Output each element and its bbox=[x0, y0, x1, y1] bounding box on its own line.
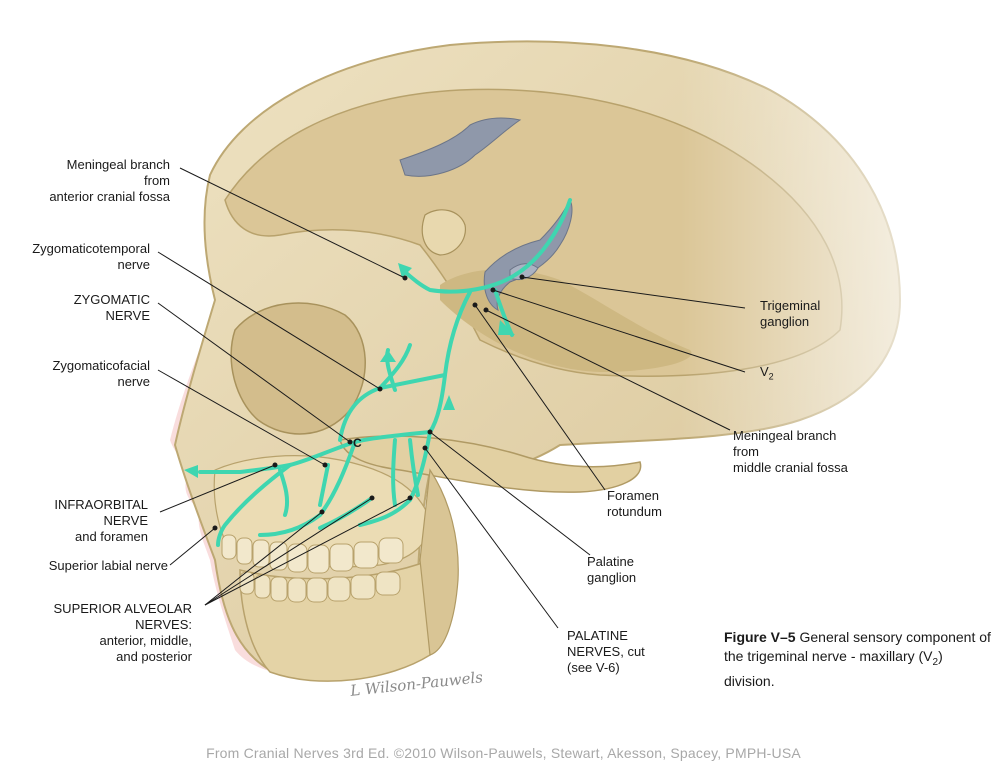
label-palatine-ganglion: Palatine ganglion bbox=[587, 554, 687, 586]
skin-outline bbox=[170, 310, 360, 676]
source-credit: From Cranial Nerves 3rd Ed. ©2010 Wilson… bbox=[206, 745, 801, 761]
label-line: V2 bbox=[760, 364, 800, 385]
label-line: ZYGOMATIC bbox=[73, 292, 150, 307]
upper-teeth bbox=[221, 534, 404, 574]
label-line: anterior cranial fossa bbox=[49, 189, 170, 204]
label-line: Superior labial nerve bbox=[48, 558, 168, 573]
label-line: ganglion bbox=[587, 570, 637, 585]
label-meningeal-middle: Meningeal branch from middle cranial fos… bbox=[733, 428, 893, 476]
label-line: PALATINE bbox=[567, 628, 628, 643]
trigeminal-ganglion-shape bbox=[399, 117, 573, 311]
label-line: from bbox=[733, 444, 759, 459]
mandible-ramus bbox=[419, 468, 459, 656]
point-c-label: C bbox=[353, 436, 362, 450]
v2-main: V bbox=[760, 364, 769, 379]
nerve-arrows bbox=[184, 263, 515, 478]
v2-subscript: 2 bbox=[768, 371, 774, 382]
label-line: Foramen bbox=[607, 488, 660, 503]
caption-text-1: General sensory component of the trigemi… bbox=[724, 629, 991, 664]
label-line: Zygomaticotemporal bbox=[32, 241, 150, 256]
caption-text-2: ) division. bbox=[724, 648, 943, 689]
label-superior-alveolar: SUPERIOR ALVEOLAR NERVES: anterior, midd… bbox=[0, 601, 192, 665]
label-line: NERVE bbox=[103, 513, 148, 528]
label-infraorbital: INFRAORBITAL NERVE and foramen bbox=[0, 497, 148, 545]
label-line: Meningeal branch bbox=[733, 428, 837, 443]
label-superior-labial: Superior labial nerve bbox=[0, 558, 168, 574]
label-line: Zygomaticofacial bbox=[52, 358, 150, 373]
label-line: NERVES, cut bbox=[567, 644, 645, 659]
label-line: and posterior bbox=[116, 649, 192, 664]
label-line: SUPERIOR ALVEOLAR bbox=[53, 601, 192, 616]
middle-fossa bbox=[440, 269, 692, 372]
label-line: ganglion bbox=[760, 314, 810, 329]
label-meningeal-anterior: Meningeal branch from anterior cranial f… bbox=[20, 157, 170, 205]
label-line: INFRAORBITAL bbox=[54, 497, 148, 512]
label-line: Meningeal branch bbox=[66, 157, 170, 172]
label-line: NERVES: bbox=[135, 617, 192, 632]
label-line: nerve bbox=[117, 374, 150, 389]
lower-teeth bbox=[239, 571, 401, 603]
label-line: nerve bbox=[117, 257, 150, 272]
label-line: anterior, middle, bbox=[99, 633, 193, 648]
sella-turcica bbox=[421, 209, 467, 256]
label-foramen-rotundum: Foramen rotundum bbox=[607, 488, 707, 520]
label-zygomaticotemporal: Zygomaticotemporal nerve bbox=[0, 241, 150, 273]
label-line: rotundum bbox=[607, 504, 662, 519]
label-v2: V2 bbox=[760, 364, 800, 385]
label-palatine-nerves: PALATINE NERVES, cut (see V-6) bbox=[567, 628, 677, 676]
label-line: NERVE bbox=[105, 308, 150, 323]
leader-dots bbox=[212, 274, 525, 531]
label-line: Trigeminal bbox=[760, 298, 821, 313]
zygomatic-arch bbox=[339, 435, 642, 493]
label-line: (see V-6) bbox=[567, 660, 620, 675]
caption-subscript: 2 bbox=[932, 656, 939, 668]
figure-caption: Figure V–5 General sensory component of … bbox=[724, 628, 994, 691]
label-trigeminal-ganglion: Trigeminal ganglion bbox=[760, 298, 880, 330]
label-line: and foramen bbox=[75, 529, 148, 544]
label-line: from bbox=[144, 173, 170, 188]
label-line: Palatine bbox=[587, 554, 634, 569]
label-line: middle cranial fossa bbox=[733, 460, 848, 475]
label-zygomatic-nerve: ZYGOMATIC NERVE bbox=[0, 292, 150, 324]
figure-label: Figure V–5 bbox=[724, 629, 796, 645]
orbit bbox=[230, 302, 366, 435]
leader-lines bbox=[157, 167, 746, 629]
label-zygomaticofacial: Zygomaticofacial nerve bbox=[0, 358, 150, 390]
